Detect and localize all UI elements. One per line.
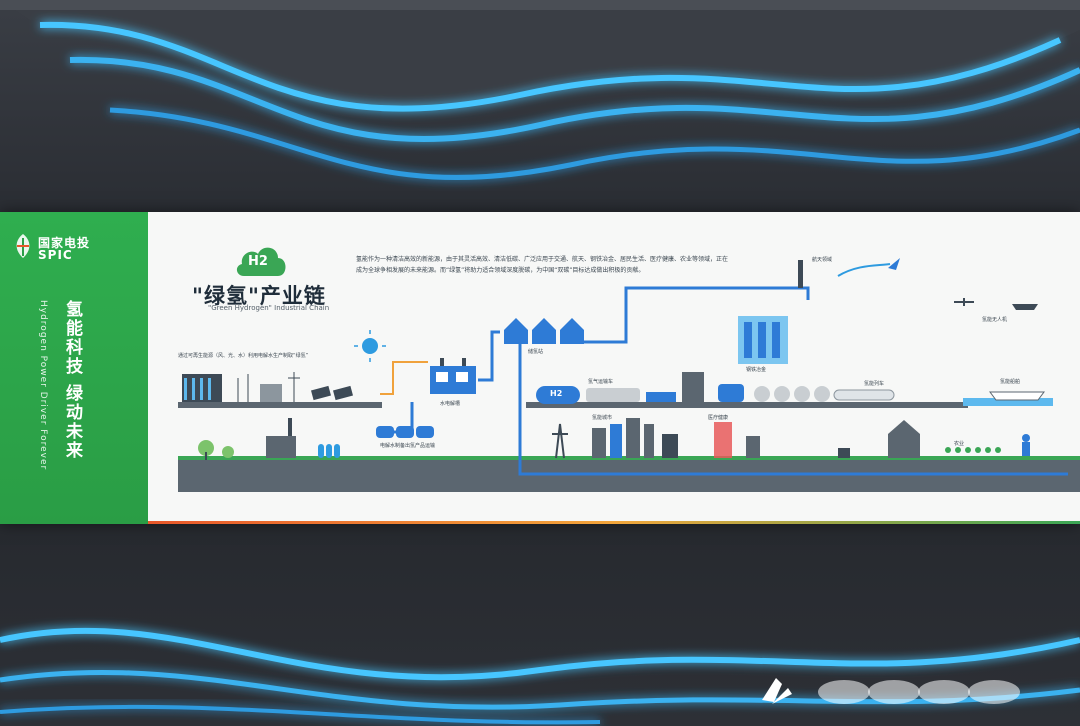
helicopter-icon [1012, 304, 1038, 310]
h2-storage-houses [504, 318, 584, 344]
label-aviation: 氢能无人机 [982, 317, 1008, 323]
h2-cloud-badge [236, 247, 286, 276]
hydrogen-diagram: H2 "绿氢"产业链 "Green Hydrogen" Industrial C… [148, 212, 1080, 524]
wave-top-2 [69, 56, 1080, 142]
vehicle-row [718, 384, 830, 402]
industry-chain-illustration [178, 258, 1080, 492]
label-electrolysis: 水电解槽 [440, 401, 461, 407]
tanker-truck [586, 388, 640, 402]
hydrogen-cylinders [318, 426, 434, 458]
h2-tank [536, 386, 580, 404]
brand-sidebar: 国家电投 SPIC Hydrogen Power Driver Forever … [0, 212, 148, 524]
tree-icon [198, 440, 214, 456]
spic-leaf-icon [16, 234, 30, 258]
slogan-cn: 氢能科技 绿动未来 [62, 300, 82, 460]
rocket-icon [888, 258, 900, 270]
diagram-title-en: "Green Hydrogen" Industrial Chain [208, 304, 330, 312]
watermark-logo-icon [762, 678, 1020, 704]
pipe-water [380, 361, 428, 395]
label-storage: 电解水制备出氢产品运输 [380, 443, 436, 449]
renewable-plants-icon [182, 372, 353, 402]
sea [963, 398, 1053, 406]
hydrogen-ship [989, 391, 1045, 401]
chimney [798, 260, 803, 288]
label-railway: 氢能列车 [864, 381, 885, 387]
label-farm: 农业 [954, 441, 965, 447]
h2-badge-label: H2 [248, 254, 268, 269]
label-space: 航天领域 [812, 257, 833, 263]
slogan-en: Hydrogen Power Driver Forever [38, 300, 48, 471]
wave-bottom-3 [0, 704, 601, 725]
upper-platform [178, 402, 382, 408]
right-platform [526, 402, 968, 408]
refinery-icon [266, 436, 296, 458]
label-city: 氢能城市 [592, 415, 613, 421]
brand-name-en: SPIC [38, 248, 73, 262]
diagram-intro: 氢能作为一种清洁高效的新能源，由于其灵活高效、清洁低碳、广泛应用于交通、航天、钢… [356, 256, 729, 274]
drone-icon [954, 298, 974, 306]
color-stripe [148, 521, 1080, 524]
farm-crops [945, 447, 1001, 453]
label-steel: 钢铁冶金 [746, 367, 767, 373]
wave-top-1 [39, 21, 1062, 112]
sun-icon [362, 338, 378, 354]
hydrogen-train [833, 389, 895, 401]
lightbox-panel: 国家电投 SPIC Hydrogen Power Driver Forever … [0, 212, 1080, 524]
label-ship: 氢能船舶 [1000, 379, 1021, 385]
label-renewable: 通过可再生能源（风、光、水）利用电解水生产制取“绿氢” [178, 353, 309, 359]
label-hospital: 医疗健康 [708, 415, 729, 421]
farmer-icon [1022, 434, 1030, 442]
industry-building [682, 372, 704, 402]
wave-top-3 [109, 107, 1080, 180]
label-h2-station: 储氢站 [528, 349, 544, 355]
diagram-title-cn: "绿氢"产业链 [192, 284, 326, 308]
brand-name-cn: 国家电投 [38, 236, 91, 250]
pipe-industry [580, 286, 810, 344]
power-pylon-icon [552, 423, 568, 459]
wave-bottom-1 [0, 627, 1080, 681]
pipe-main [518, 342, 1068, 476]
spic-logo: 国家电投 SPIC [10, 228, 140, 268]
label-trucks: 氢气运输车 [588, 379, 614, 385]
pipe-to-h2 [478, 330, 500, 382]
label-h2-tank: H2 [550, 389, 563, 398]
city-skyline [592, 418, 920, 458]
